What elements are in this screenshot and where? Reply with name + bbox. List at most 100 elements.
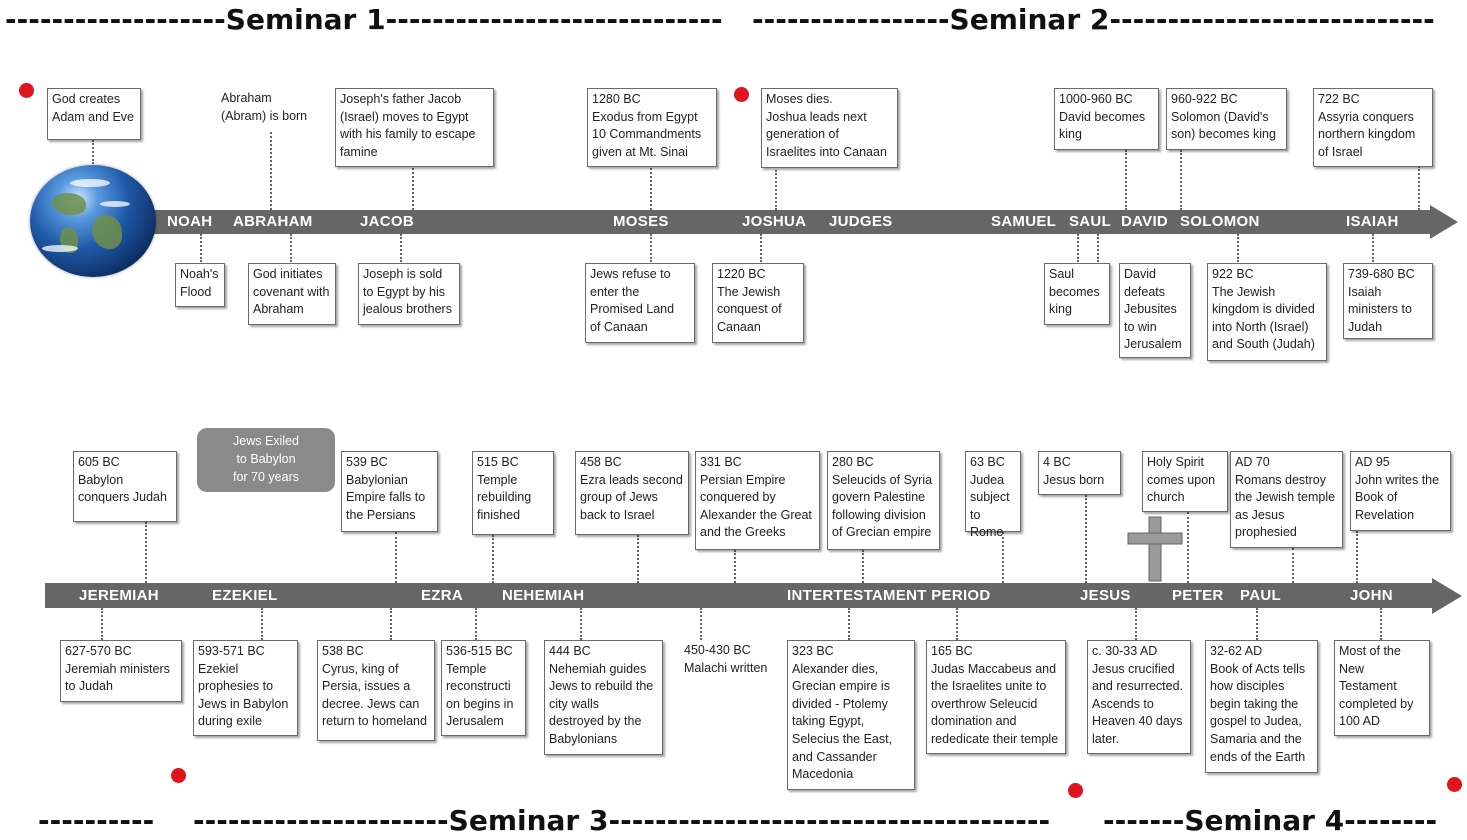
- event-box: 538 BC Cyrus, king of Persia, issues a d…: [317, 640, 435, 741]
- event-box: God initiates covenant with Abraham: [248, 263, 336, 325]
- connector: [956, 608, 958, 640]
- event-box: 458 BC Ezra leads second group of Jews b…: [575, 451, 689, 535]
- event-box: 539 BC Babylonian Empire falls to the Pe…: [341, 451, 438, 532]
- timeline-label: JOHN: [1350, 587, 1393, 604]
- event-box: Saul becomes king: [1044, 263, 1110, 325]
- connector: [580, 608, 582, 640]
- connector: [1077, 234, 1079, 262]
- timeline-label: ABRAHAM: [233, 213, 313, 230]
- connector: [1292, 548, 1294, 583]
- event-box: 605 BC Babylon conquers Judah: [73, 451, 177, 522]
- timeline-2-arrow: [45, 578, 1462, 614]
- event-box: 32-62 AD Book of Acts tells how disciple…: [1205, 640, 1318, 773]
- connector: [1180, 150, 1182, 210]
- event-box: 722 BC Assyria conquers northern kingdom…: [1313, 88, 1433, 167]
- seminar-2-header: -----------------Seminar 2--------------…: [752, 3, 1435, 36]
- event-box: Abraham (Abram) is born: [217, 88, 317, 132]
- seminar-3-header: ----------------------Seminar 3---------…: [193, 804, 1051, 837]
- event-box: 280 BC Seleucids of Syria govern Palesti…: [827, 451, 940, 550]
- event-box: Joseph's father Jacob (Israel) moves to …: [335, 88, 494, 167]
- connector: [395, 532, 397, 583]
- connector: [650, 168, 652, 210]
- event-box: 450-430 BC Malachi written: [680, 640, 776, 685]
- event-box: 1280 BC Exodus from Egypt 10 Commandment…: [587, 88, 717, 167]
- event-box: Moses dies. Joshua leads next generation…: [761, 88, 898, 168]
- event-box: Joseph is sold to Egypt by his jealous b…: [358, 263, 460, 325]
- connector: [1097, 234, 1099, 262]
- connector: [1187, 512, 1189, 583]
- earth-globe-icon: [30, 165, 156, 277]
- connector: [200, 234, 202, 262]
- event-box: 739-680 BC Isaiah ministers to Judah: [1343, 263, 1433, 339]
- event-box: 922 BC The Jewish kingdom is divided int…: [1207, 263, 1327, 361]
- timeline-label: INTERTESTAMENT PERIOD: [787, 587, 991, 604]
- event-box: 4 BC Jesus born: [1038, 451, 1121, 495]
- timeline-label: SAUL: [1069, 213, 1112, 230]
- timeline-label: NOAH: [167, 213, 213, 230]
- connector: [760, 234, 762, 262]
- connector: [637, 535, 639, 583]
- connector: [650, 234, 652, 262]
- connector: [261, 608, 263, 640]
- event-box: AD 70 Romans destroy the Jewish temple a…: [1230, 451, 1343, 548]
- timeline-label: ISAIAH: [1346, 213, 1399, 230]
- event-box: Most of the New Testament completed by 1…: [1334, 640, 1430, 736]
- connector: [1256, 608, 1258, 640]
- red-dot-marker: [19, 83, 34, 98]
- connector: [475, 608, 477, 640]
- exile-badge: Jews Exiled to Babylon for 70 years: [197, 428, 335, 492]
- timeline-label: PAUL: [1240, 587, 1281, 604]
- timeline-label: EZRA: [421, 587, 464, 604]
- timeline-label: MOSES: [613, 213, 669, 230]
- connector: [734, 550, 736, 583]
- event-box: 627-570 BC Jeremiah ministers to Judah: [60, 640, 182, 702]
- connector: [700, 608, 702, 640]
- connector: [1418, 166, 1420, 210]
- red-dot-marker: [1447, 777, 1462, 792]
- connector: [1125, 150, 1127, 210]
- event-box: Holy Spirit comes upon church: [1142, 451, 1228, 512]
- timeline-label: EZEKIEL: [212, 587, 278, 604]
- seminar-1-header: -------------------Seminar 1------------…: [5, 3, 723, 36]
- event-box: 63 BC Judea subject to Rome: [965, 451, 1021, 539]
- event-box: 1000-960 BC David becomes king: [1054, 88, 1159, 150]
- red-dot-marker: [1068, 783, 1083, 798]
- event-box: 323 BC Alexander dies, Grecian empire is…: [787, 640, 915, 790]
- connector: [862, 550, 864, 583]
- timeline-1-arrow: [150, 205, 1458, 239]
- connector: [1085, 495, 1087, 583]
- connector: [1372, 234, 1374, 262]
- event-box: 536-515 BC Temple reconstructi on begins…: [441, 640, 526, 736]
- connector: [412, 168, 414, 210]
- event-box: AD 95 John writes the Book of Revelation: [1350, 451, 1451, 531]
- seminar-3-left-dashes: ----------: [38, 804, 155, 837]
- timeline-label: JUDGES: [829, 213, 893, 230]
- event-box: 165 BC Judas Maccabeus and the Israelite…: [926, 640, 1066, 754]
- timeline-label: JOSHUA: [742, 213, 807, 230]
- timeline-label: JEREMIAH: [79, 587, 159, 604]
- connector: [145, 522, 147, 583]
- event-box: 960-922 BC Solomon (David's son) becomes…: [1166, 88, 1287, 150]
- connector: [492, 535, 494, 583]
- timeline-label: SOLOMON: [1180, 213, 1260, 230]
- red-dot-marker: [734, 87, 749, 102]
- timeline-label: PETER: [1172, 587, 1224, 604]
- connector: [101, 608, 103, 640]
- timeline-label: JESUS: [1080, 587, 1131, 604]
- connector: [1380, 608, 1382, 640]
- event-box: 515 BC Temple rebuilding finished: [472, 451, 554, 535]
- connector: [290, 234, 292, 262]
- event-box: 444 BC Nehemiah guides Jews to rebuild t…: [544, 640, 663, 755]
- connector: [848, 608, 850, 640]
- event-box: 593-571 BC Ezekiel prophesies to Jews in…: [193, 640, 298, 736]
- event-box: 1220 BC The Jewish conquest of Canaan: [712, 263, 804, 343]
- event-box: 331 BC Persian Empire conquered by Alexa…: [695, 451, 820, 550]
- seminar-4-header: -------Seminar 4--------: [1103, 804, 1438, 837]
- timeline-label: NEHEMIAH: [502, 587, 585, 604]
- event-box: c. 30-33 AD Jesus crucified and resurrec…: [1087, 640, 1191, 754]
- timeline-label: JACOB: [360, 213, 415, 230]
- connector: [1237, 234, 1239, 262]
- connector: [390, 608, 392, 640]
- connector: [1002, 532, 1004, 583]
